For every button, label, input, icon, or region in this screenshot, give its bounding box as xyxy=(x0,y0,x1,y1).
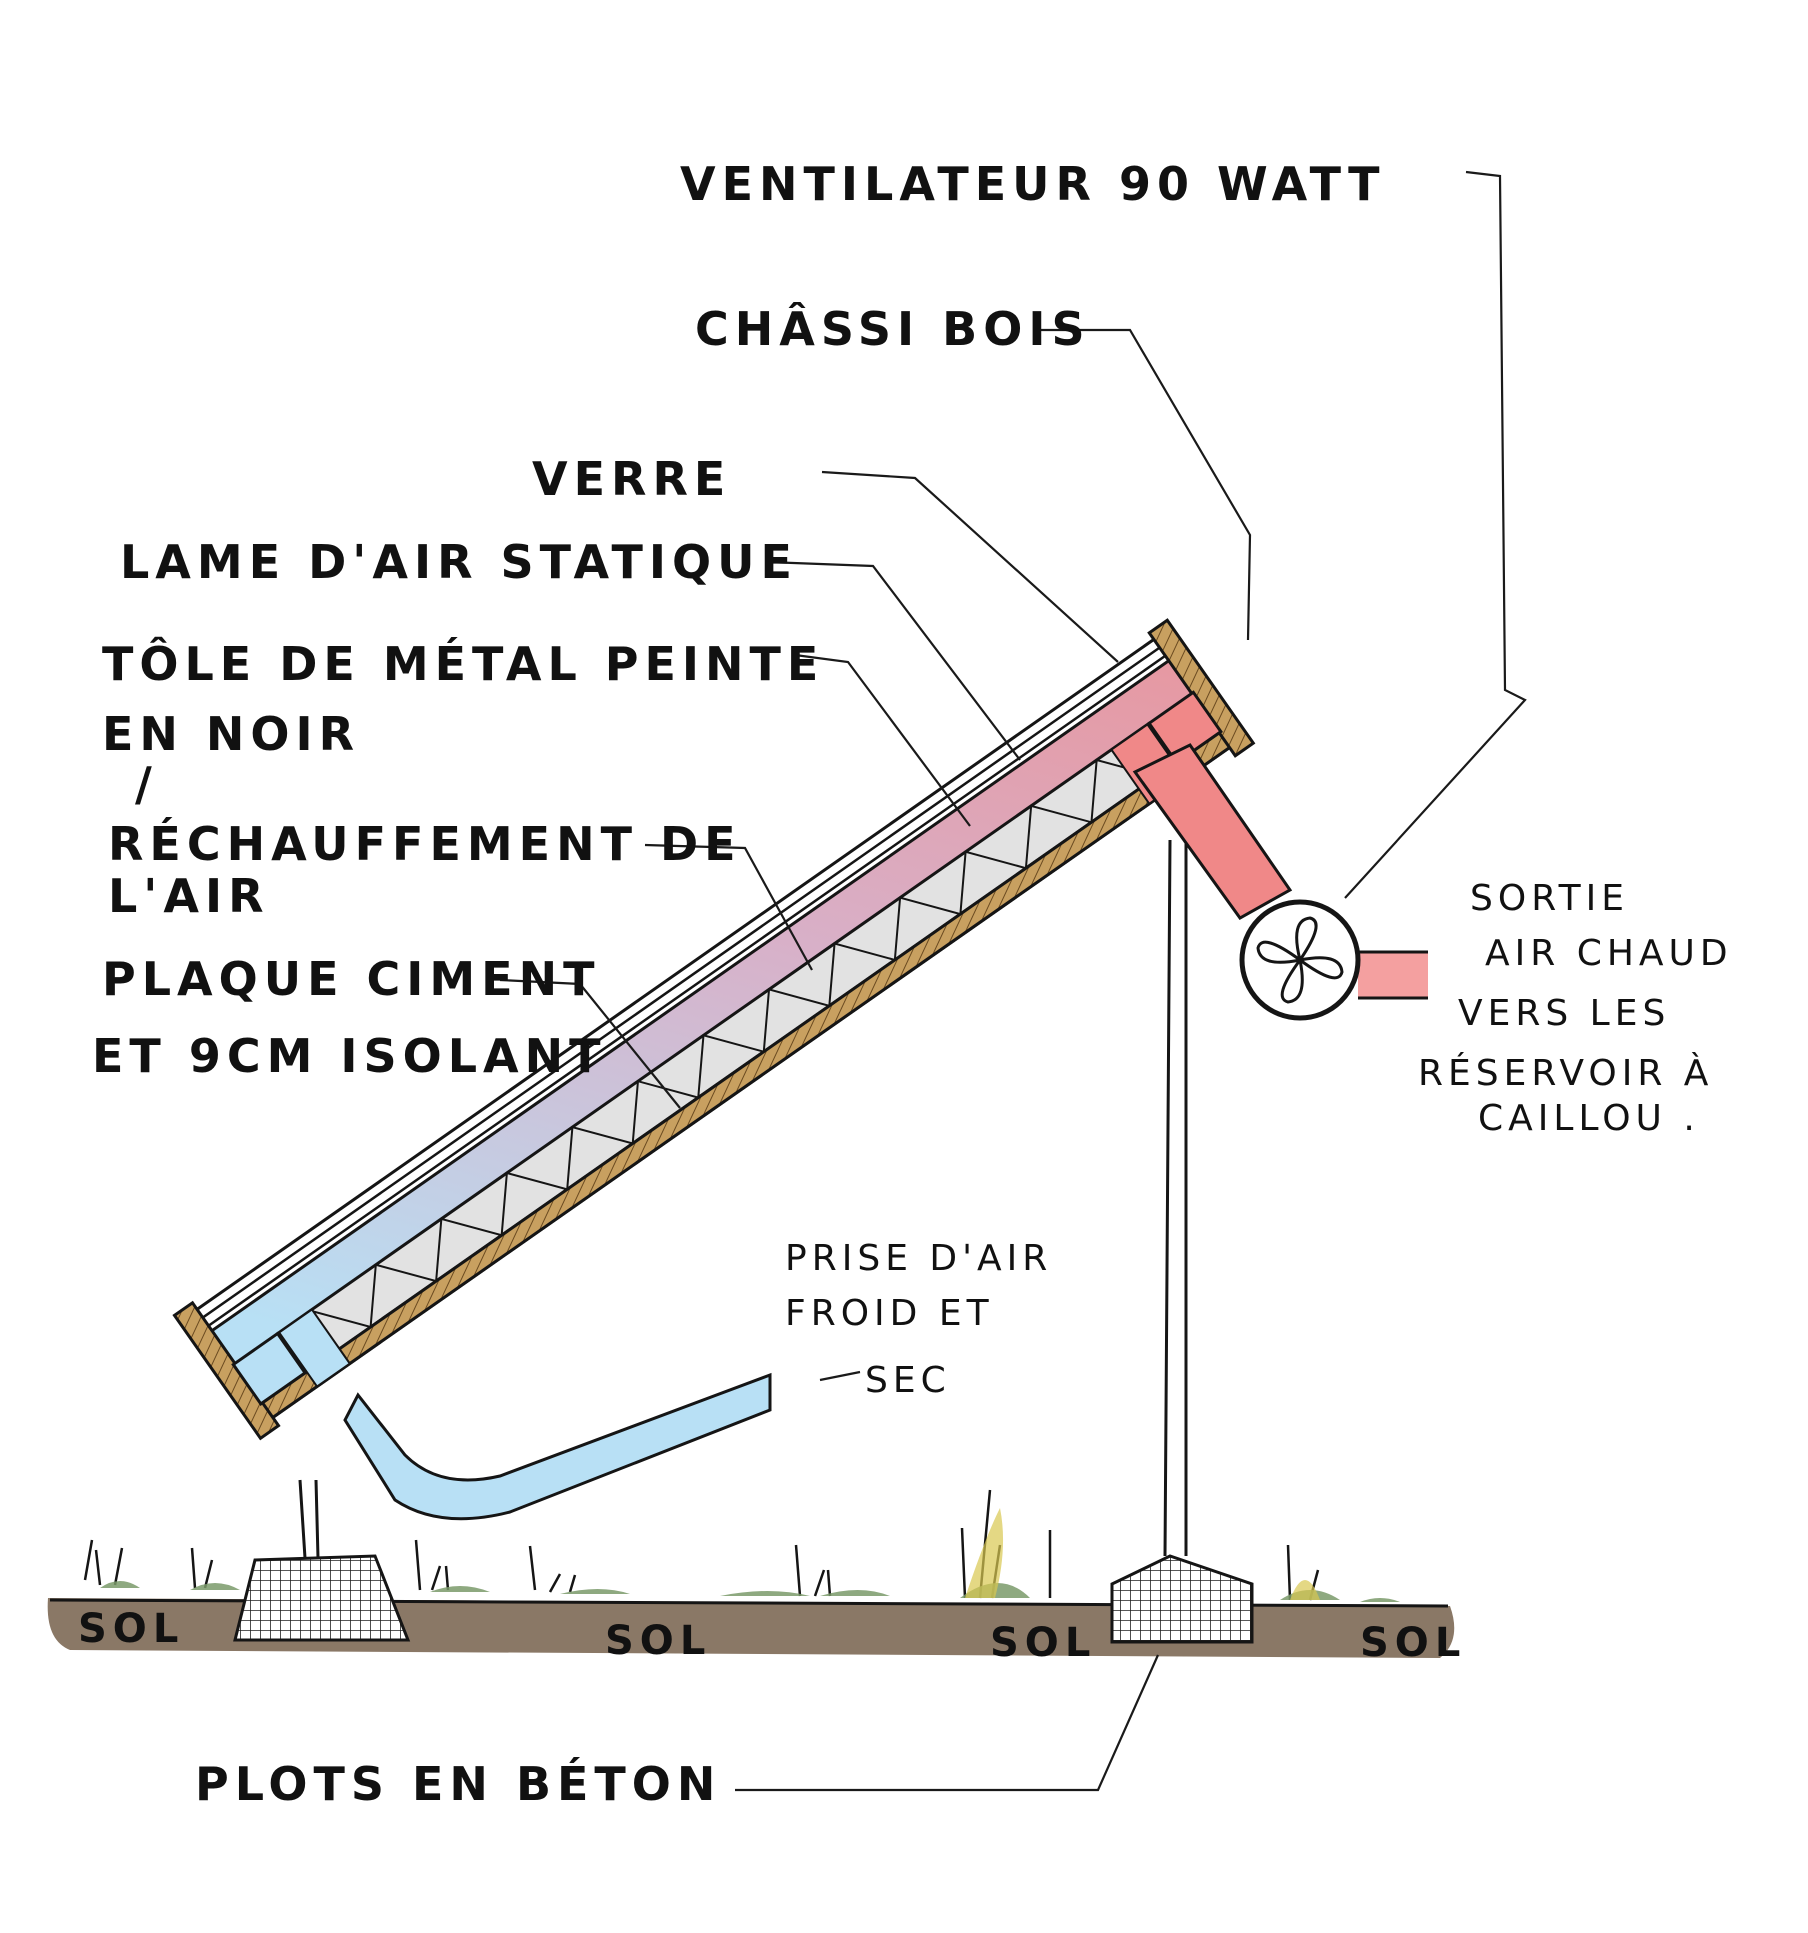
label-slash: / xyxy=(135,757,158,811)
label-frame: CHÂSSI BOIS xyxy=(695,302,1091,356)
ground: SOL SOL SOL SOL xyxy=(47,1489,1466,1666)
hot-air-outlet xyxy=(1358,952,1428,998)
label-air-gap: LAME D'AIR STATIQUE xyxy=(120,535,798,589)
label-outlet-1: SORTIE xyxy=(1470,878,1629,919)
glass-pane xyxy=(200,645,1168,1328)
hot-end-channel xyxy=(1147,690,1223,765)
concrete-block-left xyxy=(233,1479,411,1642)
air-channel xyxy=(210,659,1194,1365)
soil-label-2: SOL xyxy=(605,1618,711,1664)
post-left xyxy=(298,1479,320,1559)
label-cement-2: ET 9CM ISOLANT xyxy=(92,1029,607,1083)
label-heating-2: L'AIR xyxy=(108,869,270,923)
collector xyxy=(172,618,1256,1441)
label-outlet-2: AIR CHAUD xyxy=(1485,933,1733,974)
concrete-block-right xyxy=(1110,839,1254,1644)
label-intake-1: PRISE D'AIR xyxy=(785,1238,1052,1279)
label-intake-3: SEC xyxy=(865,1360,951,1401)
soil-label-1: SOL xyxy=(78,1606,184,1652)
cold-end-channel xyxy=(231,1331,308,1406)
insulation-zigzag xyxy=(304,758,1158,1373)
label-fan: VENTILATEUR 90 WATT xyxy=(680,157,1386,211)
soil-strip xyxy=(47,1598,1455,1658)
fan xyxy=(1239,899,1361,1021)
label-outlet-5: CAILLOU . xyxy=(1478,1098,1700,1139)
label-metal-2: EN NOIR xyxy=(102,707,360,761)
leader-blocks xyxy=(735,1654,1160,1792)
label-outlet-3: VERS LES xyxy=(1458,993,1670,1034)
label-intake-2: FROID ET xyxy=(785,1293,994,1334)
label-heating-1: RÉCHAUFFEMENT DE xyxy=(108,817,742,871)
leader-metal xyxy=(794,653,971,827)
concrete-block-icon xyxy=(1110,1554,1254,1644)
leader-frame xyxy=(1040,328,1252,641)
leader-fan xyxy=(1344,170,1527,899)
leader-air-gap xyxy=(766,560,1021,761)
soil-label-4: SOL xyxy=(1360,1620,1466,1666)
soil-label-3: SOL xyxy=(990,1620,1096,1666)
leader-cement xyxy=(499,978,681,1109)
dry-grass xyxy=(965,1508,1320,1600)
label-glass: VERRE xyxy=(532,452,731,506)
leader-heating xyxy=(644,843,813,971)
cold-air-duct xyxy=(343,1372,772,1521)
label-cement-1: PLAQUE CIMENT xyxy=(102,952,600,1006)
label-metal-1: TÔLE DE MÉTAL PEINTE xyxy=(102,637,824,691)
label-blocks: PLOTS EN BÉTON xyxy=(195,1757,721,1811)
hot-air-duct xyxy=(1132,743,1293,920)
post-right xyxy=(1163,839,1188,1557)
leader-intake xyxy=(819,1370,861,1382)
fan-icon xyxy=(1256,916,1344,1004)
cold-stub xyxy=(277,1308,352,1388)
leader-glass xyxy=(821,470,1119,663)
concrete-block-icon xyxy=(233,1554,411,1642)
leader-lines xyxy=(499,170,1527,1792)
labels: VENTILATEUR 90 WATT CHÂSSI BOIS VERRE LA… xyxy=(92,157,1733,1811)
label-outlet-4: RÉSERVOIR À xyxy=(1418,1052,1713,1094)
